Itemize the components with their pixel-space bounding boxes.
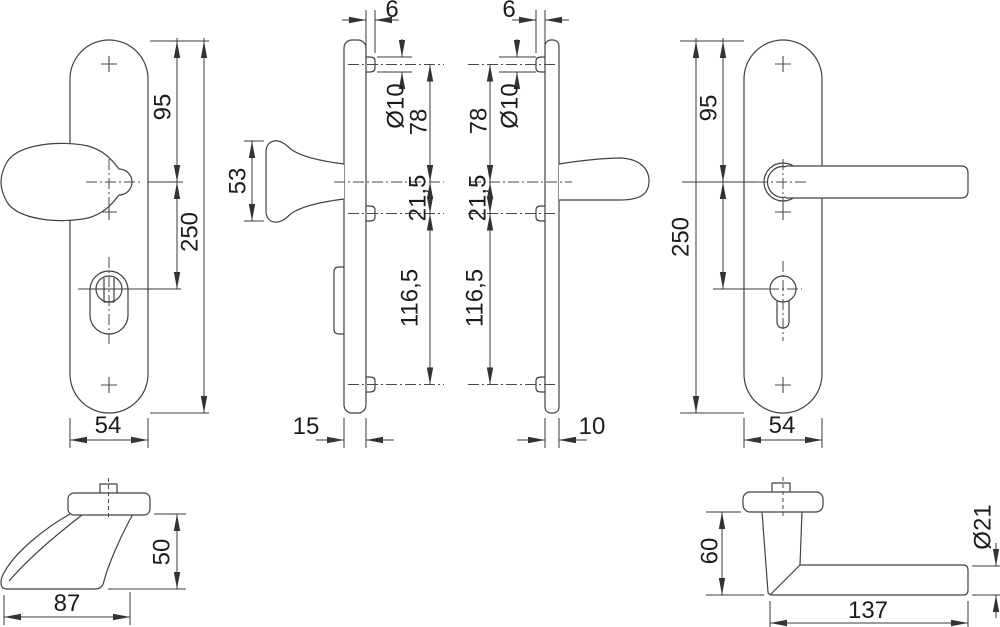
dim-6: 6 [502, 0, 569, 53]
dim-10: 10 [517, 413, 605, 448]
lever-miter-edge [769, 564, 801, 596]
dim-50: 50 [108, 513, 186, 590]
dim-label-250: 250 [668, 217, 695, 257]
dim-78-21_5-116_5: 78 21,5 116,5 [397, 64, 434, 385]
dim-label-53: 53 [225, 168, 252, 195]
plate-profile [343, 39, 367, 414]
dim-label-dia10: Ø10 [497, 83, 524, 128]
dim-label-15: 15 [293, 413, 320, 440]
boss-centerlines [348, 64, 444, 385]
knob-profile-shape [265, 140, 345, 223]
dim-label-dia21: Ø21 [970, 504, 997, 549]
knob-grip-contour [8, 514, 83, 582]
security-plate-lever-front-view: 95 250 54 [668, 38, 969, 448]
lever-outline [761, 511, 969, 596]
spindle-stub [771, 482, 791, 492]
dim-label-21-5: 21,5 [405, 175, 432, 222]
dim-label-78: 78 [406, 109, 433, 136]
knob-grip-outline [0, 513, 134, 590]
dim-label-10: 10 [579, 413, 606, 440]
dim-78-21_5-116_5: 78 21,5 116,5 [462, 64, 494, 385]
knob-front-shape [0, 142, 133, 222]
dim-53: 53 [225, 140, 264, 222]
dim-54: 54 [743, 412, 823, 448]
dim-label-95: 95 [150, 94, 177, 121]
security-plate-knob-side-view: 6 Ø10 78 21,5 116,5 53 [225, 0, 444, 448]
lever-end-shape [558, 157, 650, 201]
dim-dia10: Ø10 [377, 39, 412, 129]
dim-95-250: 95 250 [668, 38, 744, 414]
dim-dia21: Ø21 [970, 504, 1000, 618]
dim-54: 54 [69, 412, 149, 448]
spindle-stub [99, 483, 118, 493]
cylinder-guard-profile [333, 266, 344, 335]
dim-label-137: 137 [848, 597, 888, 624]
dim-137: 137 [769, 597, 969, 627]
dim-label-54: 54 [95, 412, 122, 439]
dim-label-250: 250 [177, 212, 204, 252]
dim-label-116-5: 116,5 [462, 269, 489, 327]
dim-label-50: 50 [149, 539, 176, 566]
dim-label-dia10: Ø10 [383, 83, 410, 128]
security-plate-knob-front-view: 95 250 54 [0, 38, 209, 448]
dim-label-60: 60 [697, 538, 724, 565]
dim-label-6: 6 [502, 0, 515, 23]
plate-outline [69, 39, 149, 414]
plate-outline [743, 39, 823, 414]
dim-label-21-5: 21,5 [465, 175, 492, 222]
dim-15: 15 [293, 413, 394, 448]
dim-label-54: 54 [769, 412, 796, 439]
dim-95-250: 95 250 [148, 38, 209, 414]
dim-dia10: Ø10 [497, 39, 536, 129]
dim-label-78: 78 [466, 108, 493, 135]
dim-label-95: 95 [696, 95, 723, 122]
dim-label-87: 87 [54, 590, 81, 617]
security-plate-lever-side-view: 6 Ø10 78 21,5 116,5 10 [462, 0, 650, 448]
plate-profile [544, 39, 560, 414]
dim-6: 6 [342, 0, 399, 53]
dim-87: 87 [3, 590, 131, 625]
lever-handle-detail-view: 60 137 Ø21 [697, 477, 1000, 627]
lever-bar-fill [786, 166, 968, 198]
dim-label-116-5: 116,5 [397, 269, 424, 327]
lever-bar-outline [786, 165, 969, 199]
dim-60: 60 [697, 511, 764, 596]
dim-label-6: 6 [385, 0, 398, 23]
knob-handle-detail-view: 50 87 [0, 478, 186, 625]
knob-base-cap [67, 492, 151, 516]
boss-centerlines [468, 64, 557, 385]
